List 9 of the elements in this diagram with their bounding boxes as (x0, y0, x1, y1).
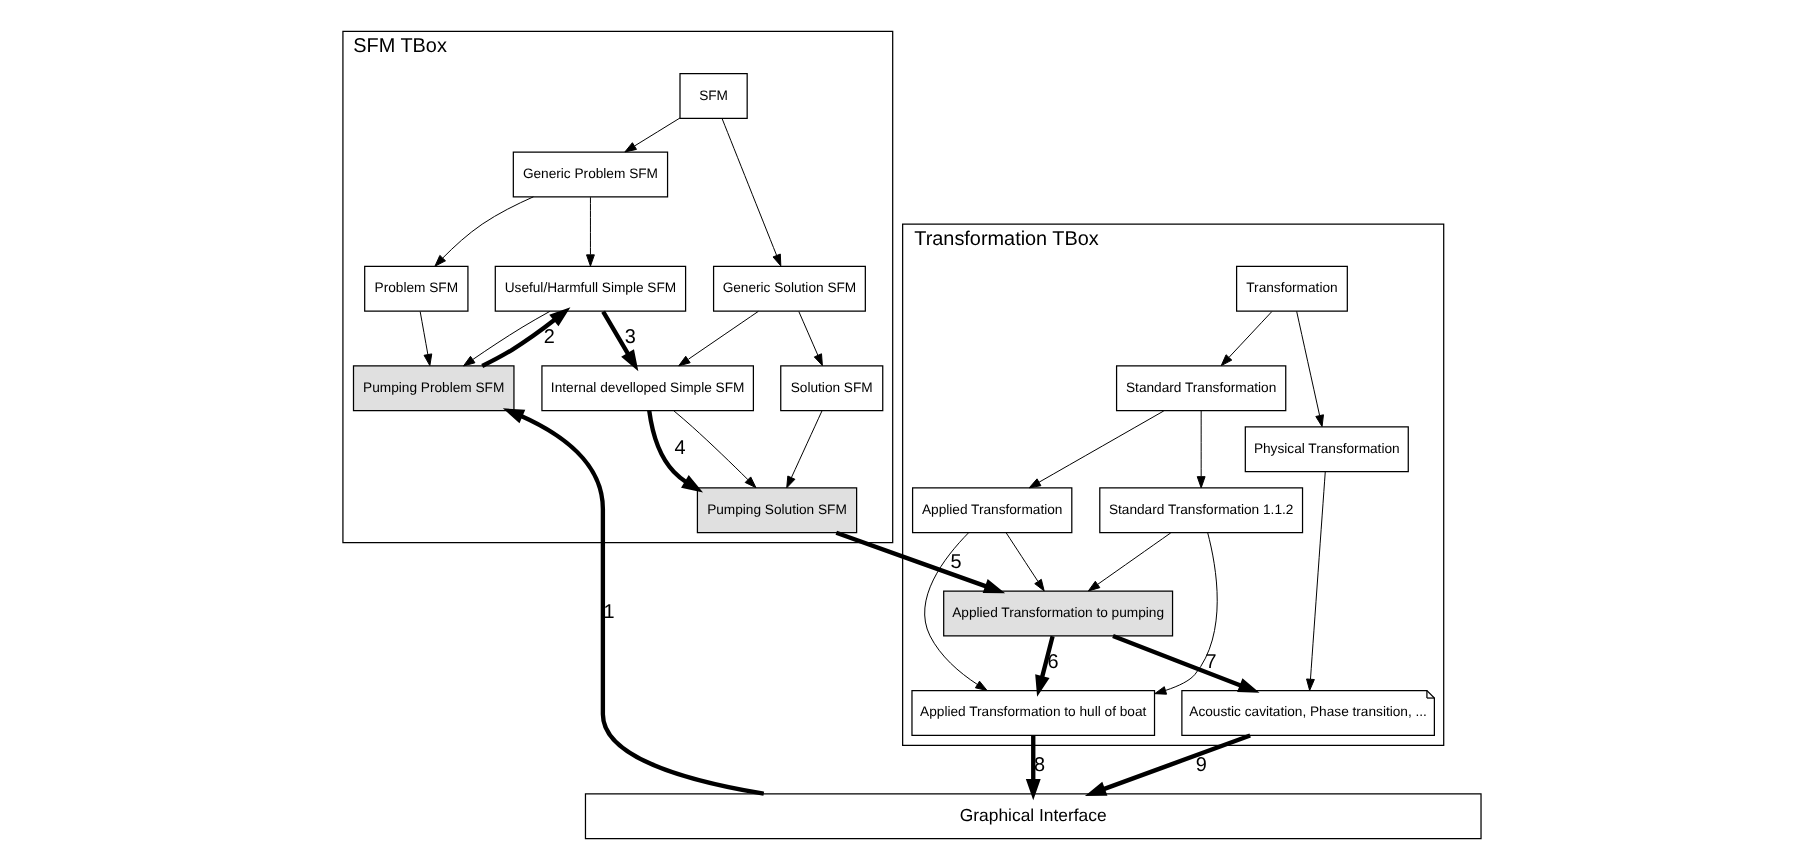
edge-label: 9 (1195, 755, 1207, 778)
edge-label: 7 (1205, 651, 1217, 674)
edge-label: 3 (624, 327, 636, 350)
edge-label: 1 (603, 602, 615, 625)
edge-label: 4 (674, 438, 686, 461)
edge-label: 5 (950, 552, 962, 575)
edge-label: 2 (543, 327, 555, 350)
edge-label: 8 (1033, 755, 1045, 778)
edge-label: 6 (1047, 651, 1059, 674)
